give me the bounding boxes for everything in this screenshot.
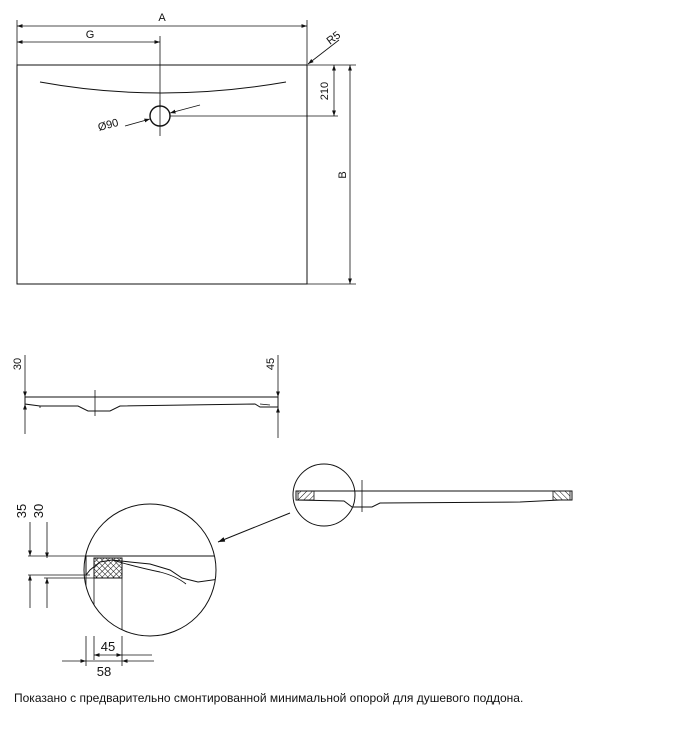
- detail-circle: [83, 503, 217, 637]
- detail-view: [28, 503, 217, 666]
- drain-diameter-leader: [124, 118, 151, 127]
- top-view: [16, 20, 356, 285]
- side-view: [23, 355, 280, 438]
- label-a: A: [158, 12, 166, 24]
- tray-section-profile: [295, 490, 573, 508]
- label-detail-35: 35: [14, 504, 29, 518]
- tray-outline: [16, 64, 308, 285]
- support-left-small: [297, 490, 315, 501]
- label-b: B: [337, 171, 349, 178]
- section-view: [217, 463, 573, 543]
- detail-pointer-arrow: [217, 512, 291, 543]
- label-r5: R5: [325, 29, 343, 47]
- tray-slope-curve: [39, 81, 287, 94]
- label-detail-30: 30: [31, 504, 46, 518]
- r5-leader: [307, 39, 340, 65]
- tray-edge-detail: [85, 555, 216, 583]
- label-drain-diameter: Ø90: [97, 117, 120, 134]
- label-210: 210: [319, 82, 331, 100]
- label-side-30: 30: [12, 358, 24, 370]
- label-g: G: [86, 29, 95, 41]
- drawing-caption: Показано с предварительно смонтированной…: [14, 691, 524, 705]
- detail-marker-circle: [292, 463, 356, 527]
- label-detail-58: 58: [97, 664, 111, 679]
- tray-side-profile: [24, 396, 279, 412]
- support-right-small: [552, 490, 571, 501]
- label-side-45: 45: [265, 358, 277, 370]
- label-detail-45: 45: [101, 639, 115, 654]
